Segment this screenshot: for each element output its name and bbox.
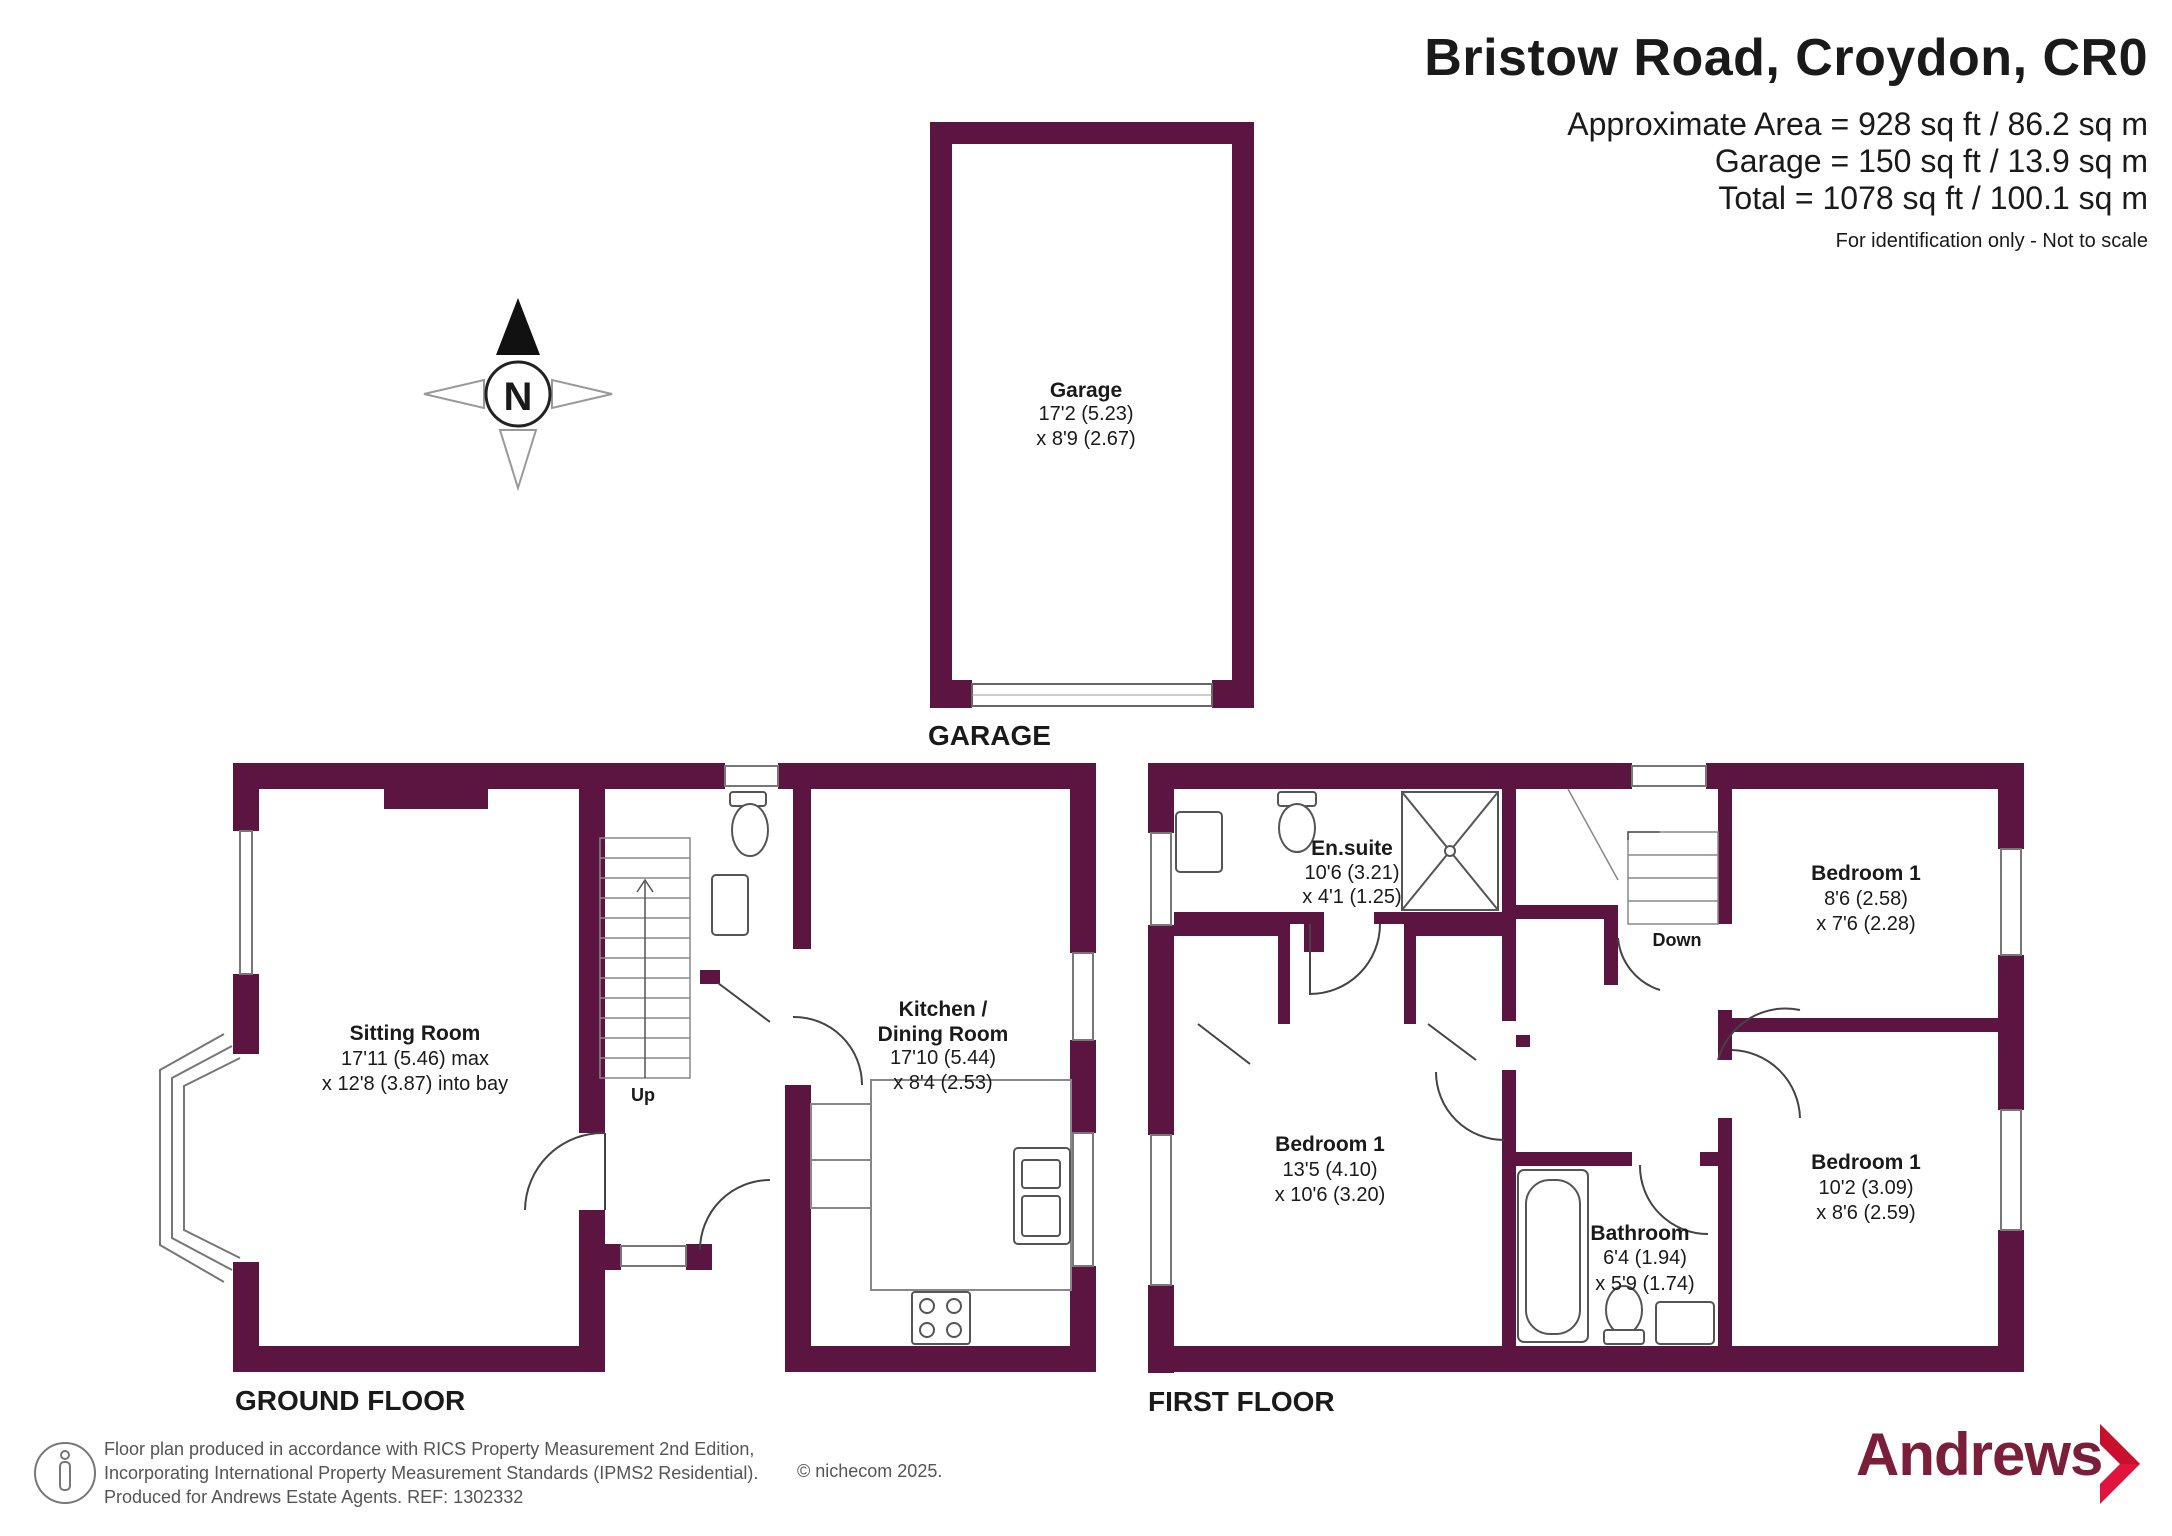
sitting-room-name: Sitting Room — [350, 1022, 481, 1045]
disclaimer: For identification only - Not to scale — [1835, 230, 2148, 252]
property-title: Bristow Road, Croydon, CR0 — [1424, 29, 2148, 87]
garage-room-name: Garage — [1050, 379, 1122, 402]
stairs-up — [599, 837, 691, 1079]
approx-area: Approximate Area = 928 sq ft / 86.2 sq m — [1567, 106, 2148, 142]
bedroom-c-dim-2: x 8'6 (2.59) — [1816, 1202, 1915, 1224]
bedroom-b-dim-2: x 7'6 (2.28) — [1816, 913, 1915, 935]
bedroom-a-name: Bedroom 1 — [1275, 1133, 1385, 1156]
garage-room-dim-2: x 8'9 (2.67) — [1036, 428, 1135, 450]
kitchen-room-dim-1: 17'10 (5.44) — [890, 1047, 996, 1069]
first-floor-plan — [1148, 763, 2024, 1373]
kitchen-room-dim-2: x 8'4 (2.53) — [893, 1072, 992, 1094]
basin-icon — [711, 874, 749, 936]
brand-logo: Andrews — [1856, 1421, 2103, 1488]
compass-label: N — [504, 375, 533, 419]
footer-notes: Floor plan produced in accordance with R… — [104, 1437, 758, 1509]
shower-icon — [1401, 791, 1499, 911]
bathroom-dim-2: x 5'9 (1.74) — [1595, 1273, 1694, 1295]
bay-window — [159, 830, 253, 1283]
hob-icon — [911, 1291, 971, 1345]
ensuite-toilet-icon — [1277, 791, 1317, 853]
stairs-up-label: Up — [631, 1085, 655, 1105]
ground-doors — [524, 982, 863, 1251]
bedroom-a-dim-1: 13'5 (4.10) — [1283, 1159, 1378, 1181]
stairs-down-label: Down — [1653, 930, 1702, 950]
bathroom-toilet-icon — [1603, 1285, 1645, 1345]
bathroom-dim-1: 6'4 (1.94) — [1603, 1247, 1687, 1269]
garage-label: GARAGE — [928, 720, 1051, 751]
sitting-room-dim-1: 17'11 (5.46) max — [341, 1048, 489, 1070]
garage-plan: Garage 17'2 (5.23) x 8'9 (2.67) — [930, 122, 1254, 708]
footer-line-2: Incorporating International Property Mea… — [104, 1463, 759, 1483]
first-windows — [1150, 765, 2022, 1286]
ensuite-room-name: En.suite — [1311, 837, 1393, 860]
bedroom-c-name: Bedroom 1 — [1811, 1151, 1921, 1174]
bathroom-name: Bathroom — [1590, 1222, 1689, 1245]
ensuite-basin-icon — [1175, 811, 1223, 873]
toilet-icon — [729, 791, 769, 857]
garage-room-dim-1: 17'2 (5.23) — [1039, 403, 1134, 425]
stairs-down — [1567, 788, 1719, 925]
first-floor-label: FIRST FLOOR — [1148, 1386, 1335, 1417]
bedroom-a-dim-2: x 10'6 (3.20) — [1275, 1184, 1386, 1206]
sink-icon — [1013, 1147, 1071, 1245]
footer-line-1: Floor plan produced in accordance with R… — [104, 1439, 755, 1459]
bedroom-b-name: Bedroom 1 — [1811, 862, 1921, 885]
kitchen-room-name-2: Dining Room — [878, 1023, 1009, 1046]
area-summary: Approximate Area = 928 sq ft / 86.2 sq m… — [1567, 106, 2148, 217]
bath-icon — [1517, 1169, 1589, 1343]
total-area: Total = 1078 sq ft / 100.1 sq m — [1718, 180, 2148, 216]
ensuite-room-dim-2: x 4'1 (1.25) — [1302, 886, 1401, 908]
bathroom-basin-icon — [1655, 1301, 1715, 1345]
first-doors — [1197, 923, 1801, 1235]
garage-area: Garage = 150 sq ft / 13.9 sq m — [1714, 143, 2148, 179]
ground-windows — [620, 765, 1094, 1267]
person-icon — [34, 1442, 96, 1504]
kitchen-room-name-1: Kitchen / — [899, 998, 988, 1021]
ground-floor-label: GROUND FLOOR — [235, 1385, 465, 1416]
bedroom-c-dim-1: 10'2 (3.09) — [1819, 1177, 1914, 1199]
footer-line-3: Produced for Andrews Estate Agents. REF:… — [104, 1487, 524, 1507]
ensuite-room-dim-1: 10'6 (3.21) — [1305, 862, 1400, 884]
sitting-room-dim-2: x 12'8 (3.87) into bay — [322, 1073, 508, 1095]
compass-icon: N — [423, 298, 613, 492]
ground-floor-plan — [233, 763, 1096, 1372]
footer-copyright: © nichecom 2025. — [797, 1461, 943, 1481]
bedroom-b-dim-1: 8'6 (2.58) — [1824, 888, 1908, 910]
brand-chevron-icon — [2100, 1424, 2140, 1504]
